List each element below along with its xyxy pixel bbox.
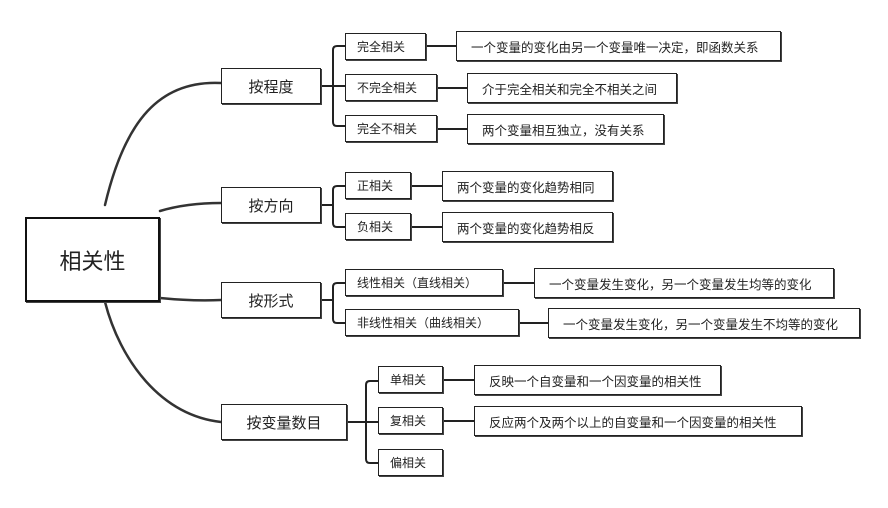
desc-no-correlation: 两个变量相互独立，没有关系 bbox=[467, 114, 664, 144]
item-nonlinear-correlation: 非线性相关（曲线相关） bbox=[345, 309, 519, 336]
branch-curve-1 bbox=[103, 81, 223, 207]
desc-negative-correlation: 两个变量的变化趋势相反 bbox=[442, 212, 613, 242]
item-positive-correlation: 正相关 bbox=[345, 172, 411, 199]
item-negative-correlation: 负相关 bbox=[345, 213, 411, 240]
desc-nonlinear-correlation: 一个变量发生变化，另一个变量发生不均等的变化 bbox=[548, 308, 860, 338]
item-partial-correlation: 偏相关 bbox=[378, 449, 443, 476]
branch-curve-2 bbox=[158, 201, 223, 213]
category-variable-count: 按变量数目 bbox=[221, 404, 347, 440]
bracket-3 bbox=[320, 282, 346, 324]
desc-positive-correlation: 两个变量的变化趋势相同 bbox=[442, 171, 613, 201]
desc-multiple-correlation: 反应两个及两个以上的自变量和一个因变量的相关性 bbox=[474, 406, 802, 436]
bracket-4 bbox=[346, 380, 379, 464]
category-form: 按形式 bbox=[221, 282, 321, 318]
desc-complete-correlation: 一个变量的变化由另一个变量唯一决定，即函数关系 bbox=[456, 31, 781, 61]
item-multiple-correlation: 复相关 bbox=[378, 407, 443, 434]
branch-curve-4 bbox=[103, 300, 223, 424]
branch-curve-3 bbox=[158, 296, 223, 302]
item-no-correlation: 完全不相关 bbox=[345, 115, 437, 142]
bracket-2 bbox=[320, 185, 346, 228]
category-degree: 按程度 bbox=[221, 68, 321, 104]
root-node: 相关性 bbox=[25, 217, 160, 302]
item-simple-correlation: 单相关 bbox=[378, 366, 443, 393]
desc-incomplete-correlation: 介于完全相关和完全不相关之间 bbox=[467, 73, 677, 103]
item-incomplete-correlation: 不完全相关 bbox=[345, 74, 437, 101]
desc-simple-correlation: 反映一个自变量和一个因变量的相关性 bbox=[474, 365, 721, 395]
item-complete-correlation: 完全相关 bbox=[345, 33, 426, 60]
desc-linear-correlation: 一个变量发生变化，另一个变量发生均等的变化 bbox=[534, 268, 834, 298]
bracket-1 bbox=[320, 45, 346, 127]
item-linear-correlation: 线性相关（直线相关） bbox=[345, 269, 503, 296]
category-direction: 按方向 bbox=[221, 187, 321, 223]
